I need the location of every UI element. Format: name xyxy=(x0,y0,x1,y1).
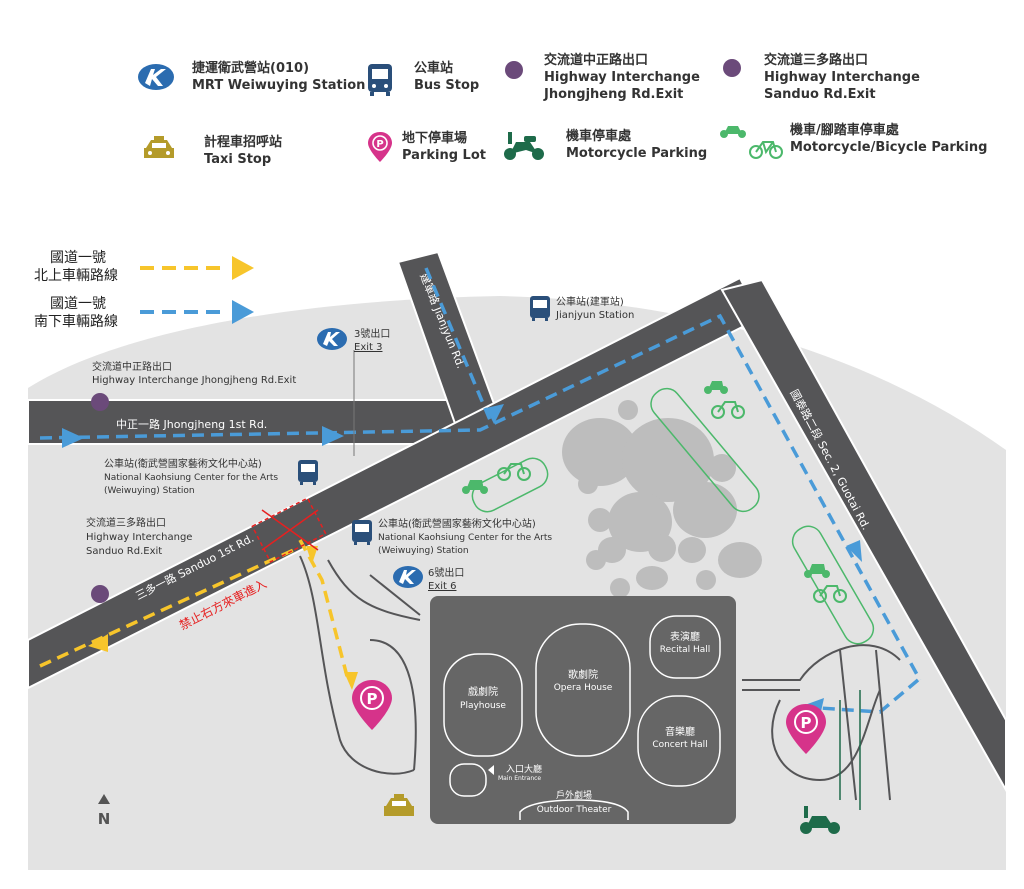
svg-text:P: P xyxy=(801,714,812,732)
bike-lanes xyxy=(471,387,875,645)
hw-jhongjheng-en: Highway Interchange Jhongjheng Rd.Exit xyxy=(92,375,296,386)
bus-ncfta-en2: (Weiwuying) Station xyxy=(104,486,195,496)
venue-outdoor-zh: 戶外劇場 xyxy=(556,789,592,801)
road-label-jhongjheng: 中正一路 Jhongjheng 1st Rd. xyxy=(116,418,267,431)
hw-sanduo-zh: 交流道三多路出口 xyxy=(86,516,166,529)
bus-ncfta-zh: 公車站(衛武營國家藝術文化中心站) xyxy=(104,457,262,470)
bus-icon xyxy=(352,520,372,545)
venue-playhouse-zh: 戲劇院 xyxy=(468,685,498,698)
venue-playhouse-en: Playhouse xyxy=(460,701,506,711)
exit6-label-en: Exit 6 xyxy=(428,581,456,592)
arts-center-building xyxy=(430,596,736,824)
entrance-arrow-icon xyxy=(488,765,494,775)
south-route-path-b xyxy=(424,267,492,421)
venue-outdoor-en: Outdoor Theater xyxy=(537,805,612,815)
south-arrow-3 xyxy=(486,404,504,424)
north-arrow-3 xyxy=(344,672,358,690)
venue-recital-en: Recital Hall xyxy=(660,645,711,655)
motorcycle-icon xyxy=(500,128,566,168)
motorcycle-bicycle-icon xyxy=(462,463,531,494)
parking-icon: P xyxy=(352,680,392,730)
bus-ncfta2-en2: (Weiwuying) Station xyxy=(378,546,469,556)
moto-lane xyxy=(839,690,861,810)
south-arrow-4 xyxy=(846,540,862,562)
no-entry-zone xyxy=(251,497,327,563)
roads xyxy=(27,250,1007,794)
hw-jhongjheng-zh: 交流道中正路出口 xyxy=(92,360,172,373)
north-label: N xyxy=(98,810,111,828)
svg-text:P: P xyxy=(367,690,378,708)
venue-entrance-en: Main Entrance xyxy=(498,775,541,782)
venue-concert-zh: 音樂廳 xyxy=(665,725,695,738)
venue-recital-zh: 表演廳 xyxy=(670,630,700,643)
south-route-label-1: 國道一號 xyxy=(50,296,106,312)
mrt-icon xyxy=(393,566,423,588)
venue-entrance-zh: 入口大廳 xyxy=(506,763,542,775)
north-route-path xyxy=(39,546,299,668)
exit3-label-en: Exit 3 xyxy=(354,342,382,353)
mrt-icon xyxy=(317,328,347,350)
south-route-label-2: 南下車輛路線 xyxy=(34,313,118,330)
venue-concert-en: Concert Hall xyxy=(652,740,707,750)
venue-opera-zh: 歌劇院 xyxy=(568,668,598,681)
svg-text:P: P xyxy=(376,139,383,150)
exit-dot-sanduo xyxy=(91,585,109,603)
driveways xyxy=(299,555,901,801)
taxi-icon xyxy=(384,794,414,816)
exit-dot-icon xyxy=(500,52,544,92)
road-guotai xyxy=(720,278,1007,794)
north-arrow-icon xyxy=(98,794,110,804)
mrt-icon xyxy=(136,60,180,100)
bus-ncfta-en1: National Kaohsiung Center for the Arts xyxy=(104,473,278,483)
bus-icon xyxy=(530,296,550,321)
motorcycle-bicycle-icon xyxy=(718,122,790,162)
north-route-label-1: 國道一號 xyxy=(50,250,106,266)
venues xyxy=(443,615,721,820)
south-arrow-1 xyxy=(62,428,84,448)
motorcycle-bicycle-icon xyxy=(704,381,745,419)
exit3-label-zh: 3號出口 xyxy=(354,327,390,340)
legend-mrt: 捷運衛武營站(010)MRT Weiwuying Station xyxy=(136,60,365,100)
exit-dot-jhongjheng xyxy=(91,393,109,411)
bus-icon xyxy=(298,460,318,485)
bus-ncfta2-zh: 公車站(衛武營國家藝術文化中心站) xyxy=(378,517,536,530)
north-route-path-b xyxy=(298,539,350,681)
taxi-icon xyxy=(142,134,186,174)
hw-sanduo-en1: Highway Interchange xyxy=(86,532,192,543)
parking-icon: P xyxy=(786,704,826,754)
south-arrow-2 xyxy=(322,426,344,446)
bus-ncfta2-en1: National Kaohsiung Center for the Arts xyxy=(378,533,552,543)
south-route-path-a xyxy=(39,313,922,681)
stone-garden xyxy=(562,400,762,598)
north-route-legend-arrow xyxy=(232,256,254,280)
motorcycle-icon xyxy=(800,806,840,834)
north-arrow-2 xyxy=(306,546,318,564)
venue-opera-en: Opera House xyxy=(554,683,613,693)
north-route-label-2: 北上車輛路線 xyxy=(34,267,118,284)
exit6-label-zh: 6號出口 xyxy=(428,566,464,579)
north-arrow-1 xyxy=(88,634,108,652)
south-route-legend-arrow xyxy=(232,300,254,324)
hw-sanduo-en2: Sanduo Rd.Exit xyxy=(86,546,162,557)
parking-icon: P xyxy=(368,130,402,170)
bus-jianjyun-en: Jianjyun Station xyxy=(555,310,634,321)
bus-icon xyxy=(364,60,408,100)
south-route-path-c xyxy=(819,678,920,714)
motorcycle-bicycle-icon xyxy=(804,564,847,603)
bus-jianjyun-zh: 公車站(建軍站) xyxy=(556,295,624,308)
exit-dot-icon xyxy=(720,52,764,92)
